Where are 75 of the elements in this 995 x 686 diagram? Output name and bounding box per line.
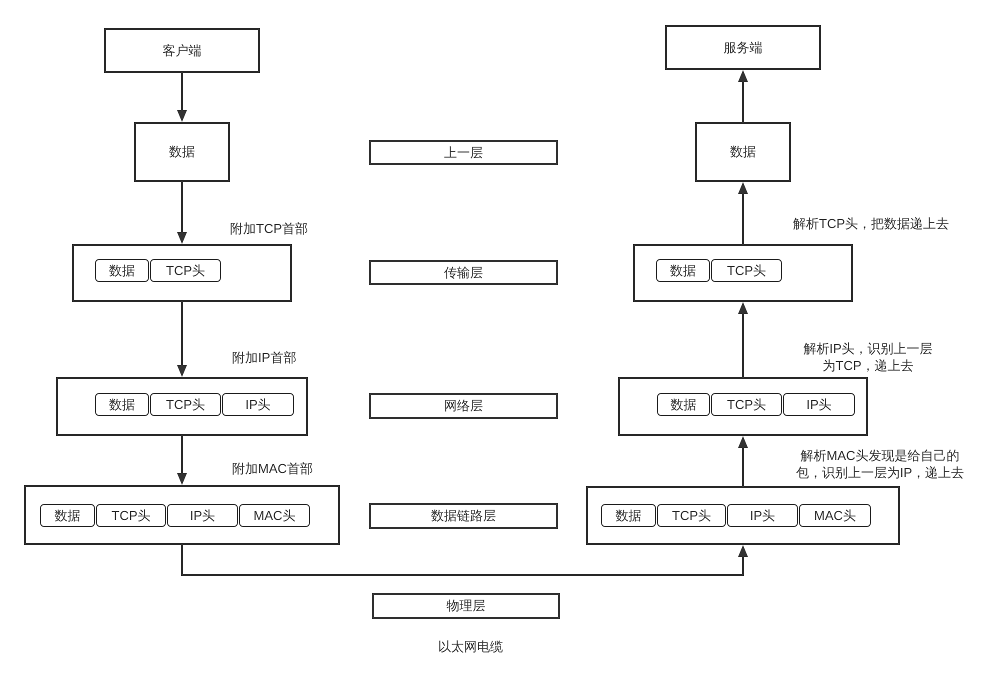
node-text: TCP头	[112, 508, 150, 524]
layer-box	[369, 140, 558, 165]
node-text: MAC头	[814, 508, 856, 524]
node-text: 传输层	[444, 264, 483, 280]
edge-label: 附加TCP首部	[230, 220, 308, 237]
header-segment	[711, 393, 782, 416]
header-segment	[150, 259, 221, 282]
packet-frame	[618, 377, 868, 436]
header-segment	[222, 393, 294, 416]
arrow	[738, 182, 748, 244]
node-text: TCP头	[672, 508, 711, 524]
packet-frame	[24, 485, 340, 545]
header-segment	[656, 259, 710, 282]
node-text: IP头	[190, 508, 216, 524]
header-segment	[711, 259, 782, 282]
process-box	[695, 122, 791, 182]
arrow	[738, 70, 748, 122]
node-text: 数据	[670, 396, 696, 412]
layer-box	[369, 260, 558, 285]
header-segment	[657, 393, 710, 416]
header-segment	[239, 504, 310, 527]
header-segment	[657, 504, 726, 527]
layer-box	[372, 593, 560, 619]
edge-label: 解析TCP头，把数据递上去	[793, 215, 949, 232]
arrow	[181, 545, 748, 576]
process-box	[665, 25, 821, 70]
node-text: 数据	[109, 396, 135, 412]
packet-frame	[586, 486, 900, 545]
layer-box	[369, 503, 558, 529]
packet-frame	[633, 244, 853, 302]
header-segment	[727, 504, 798, 527]
header-segment	[167, 504, 238, 527]
node-text: 数据链路层	[431, 508, 496, 524]
node-text: 网络层	[444, 398, 483, 414]
arrow	[177, 182, 187, 244]
note-text: 以太网电缆	[438, 638, 503, 655]
header-segment	[799, 504, 871, 527]
edge-label: 附加MAC首部	[232, 460, 313, 477]
process-box	[134, 122, 230, 182]
header-segment	[150, 393, 221, 416]
node-text: TCP头	[166, 396, 205, 412]
header-segment	[95, 393, 149, 416]
header-segment	[95, 259, 149, 282]
node-text: MAC头	[254, 508, 296, 524]
arrow	[738, 436, 748, 486]
node-text: 数据	[54, 508, 80, 524]
arrow	[177, 302, 187, 377]
node-text: 数据	[730, 144, 756, 160]
edge-label: 解析MAC头发现是给自己的包，识别上一层为IP，递上去	[794, 447, 966, 481]
header-segment	[601, 504, 656, 527]
header-segment	[40, 504, 95, 527]
node-text: TCP头	[727, 396, 766, 412]
node-text: TCP头	[166, 262, 205, 278]
node-text: TCP头	[727, 262, 766, 278]
packet-frame	[72, 244, 292, 302]
header-segment	[96, 504, 166, 527]
edge-label: 附加IP首部	[232, 349, 296, 366]
layer-box	[369, 393, 558, 419]
arrow	[177, 73, 187, 122]
node-text: IP头	[750, 508, 776, 524]
node-text: 数据	[616, 508, 642, 524]
node-text: 客户端	[162, 42, 202, 58]
node-text: 上一层	[444, 144, 483, 160]
header-segment	[783, 393, 855, 416]
node-text: 数据	[169, 144, 195, 160]
node-text: 数据	[670, 262, 696, 278]
node-text: 物理层	[446, 598, 486, 614]
arrow	[177, 436, 187, 485]
node-text: IP头	[245, 396, 271, 412]
node-text: IP头	[806, 396, 832, 412]
packet-frame	[56, 377, 308, 436]
process-box	[104, 28, 260, 73]
arrow	[738, 302, 748, 377]
node-text: 数据	[109, 262, 135, 278]
node-text: 服务端	[724, 40, 762, 56]
